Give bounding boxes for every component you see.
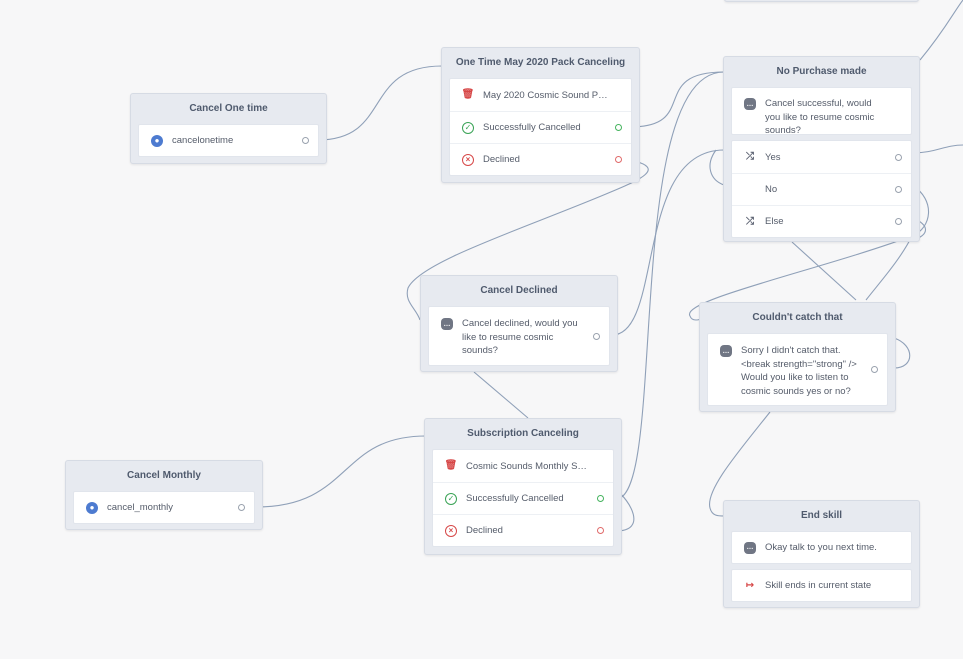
choice-yes[interactable]: ⤮ Yes [732,141,911,173]
check-circle-icon: ✓ [445,492,457,505]
speak-card[interactable]: … Cancel declined, would you like to res… [428,306,610,366]
output-port[interactable] [302,137,309,144]
success-row[interactable]: ✓ Successfully Cancelled [450,111,631,143]
choice-yes-label: Yes [765,151,781,163]
speak-text: Okay talk to you next time. [765,542,877,553]
success-row[interactable]: ✓ Successfully Cancelled [433,482,613,514]
trash-icon: 🗑 [444,460,458,471]
no-port[interactable] [895,186,902,193]
else-port[interactable] [895,218,902,225]
intent-label: cancelonetime [172,135,234,146]
connector-top-out [919,0,963,61]
blank-icon [744,184,756,196]
shuffle-icon: ⤮ [746,215,754,227]
offscreen-node[interactable] [724,0,919,2]
speak-row[interactable]: … Cancel successful, would you like to r… [732,88,911,136]
declined-port[interactable] [597,527,604,534]
speak-row[interactable]: … Okay talk to you next time. [732,532,911,563]
speak-row[interactable]: … Cancel declined, would you like to res… [429,307,609,365]
node-title: Cancel One time [189,103,268,114]
connector-declined-to-subscription [473,371,529,419]
connector-couldnt-catch-loop [893,337,911,369]
speak-text: Cancel declined, would you like to resum… [462,318,578,356]
declined-row[interactable]: × Declined [433,514,613,546]
node-end-skill[interactable]: End skill … Okay talk to you next time. … [723,500,920,608]
connector-cancelmonthly-to-subscription [255,435,427,508]
speech-icon: … [744,541,756,554]
declined-row[interactable]: × Declined [450,143,631,175]
trash-icon: 🗑 [461,89,475,100]
connector-pack-success-to-no-purchase [629,71,725,128]
intent-card[interactable]: ● cancelonetime [138,124,319,157]
success-port[interactable] [597,495,604,502]
speech-icon: … [441,318,453,330]
connector-else-to-couldnt-catch [865,235,913,301]
speak-text: Cancel successful, would you like to res… [765,98,875,136]
node-title: Subscription Canceling [467,428,579,439]
product-row[interactable]: 🗑 Cosmic Sounds Monthly Subscr... [433,450,613,482]
declined-label: Declined [483,154,520,165]
node-couldnt-catch-that[interactable]: Couldn't catch that … Sorry I didn't cat… [699,302,896,412]
node-subscription-canceling[interactable]: Subscription Canceling 🗑 Cosmic Sounds M… [424,418,622,555]
success-label: Successfully Cancelled [483,122,581,133]
node-title: One Time May 2020 Pack Canceling [455,57,626,68]
user-icon: ● [86,501,98,514]
success-label: Successfully Cancelled [466,493,564,504]
speech-icon: … [744,98,756,110]
product-label: Cosmic Sounds Monthly Subscr... [466,460,591,472]
x-circle-icon: × [445,524,457,537]
node-title: No Purchase made [776,66,867,77]
node-title: Cancel Monthly [127,470,201,481]
declined-port[interactable] [615,156,622,163]
node-cancel-monthly[interactable]: Cancel Monthly ● cancel_monthly [65,460,263,530]
speak-card[interactable]: … Sorry I didn't catch that. <break stre… [707,333,888,406]
connector-no-purchase-cross [791,241,857,301]
output-port[interactable] [593,332,600,340]
speak-card[interactable]: … Okay talk to you next time. [731,531,912,564]
exit-icon: ↦ [745,579,755,591]
choice-card[interactable]: ⤮ Yes No ⤮ Else [731,140,912,238]
speak-card[interactable]: … Cancel successful, would you like to r… [731,87,912,136]
choice-no[interactable]: No [732,173,911,205]
node-no-purchase-made[interactable]: No Purchase made … Cancel successful, wo… [723,56,920,242]
exit-label: Skill ends in current state [765,580,872,591]
node-one-time-pack-canceling[interactable]: One Time May 2020 Pack Canceling 🗑 May 2… [441,47,640,183]
success-port[interactable] [615,124,622,131]
exit-row[interactable]: ↦ Skill ends in current state [732,570,911,601]
exit-card[interactable]: ↦ Skill ends in current state [731,569,912,602]
node-title: Couldn't catch that [752,312,843,323]
check-circle-icon: ✓ [462,121,474,134]
choice-else-label: Else [765,216,784,227]
speak-text: Sorry I didn't catch that. <break streng… [741,345,857,397]
node-cancel-one-time[interactable]: Cancel One time ● cancelonetime [130,93,327,164]
user-icon: ● [151,134,163,147]
node-cancel-declined[interactable]: Cancel Declined … Cancel declined, would… [420,275,618,372]
output-port[interactable] [238,504,245,511]
speech-icon: … [720,345,732,357]
choice-else[interactable]: ⤮ Else [732,205,911,237]
intent-label: cancel_monthly [107,502,174,513]
x-circle-icon: × [462,153,474,166]
purchase-card[interactable]: 🗑 May 2020 Cosmic Sound Pack ✓ Successfu… [449,78,632,176]
declined-label: Declined [466,525,503,536]
intent-row[interactable]: ● cancel_monthly [74,492,254,523]
output-port[interactable] [871,366,878,373]
intent-row[interactable]: ● cancelonetime [139,125,318,156]
product-row[interactable]: 🗑 May 2020 Cosmic Sound Pack [450,79,631,111]
yes-port[interactable] [895,153,902,161]
speak-row[interactable]: … Sorry I didn't catch that. <break stre… [708,334,887,405]
choice-no-label: No [765,184,778,195]
intent-card[interactable]: ● cancel_monthly [73,491,255,524]
connector-cancelonetime-to-pack [317,65,443,141]
connector-no-purchase-left-loop [709,149,725,186]
product-label: May 2020 Cosmic Sound Pack [483,89,609,101]
purchase-card[interactable]: 🗑 Cosmic Sounds Monthly Subscr... ✓ Succ… [432,449,614,547]
node-title: End skill [800,510,843,521]
shuffle-icon: ⤮ [746,151,754,162]
node-title: Cancel Declined [480,285,558,296]
